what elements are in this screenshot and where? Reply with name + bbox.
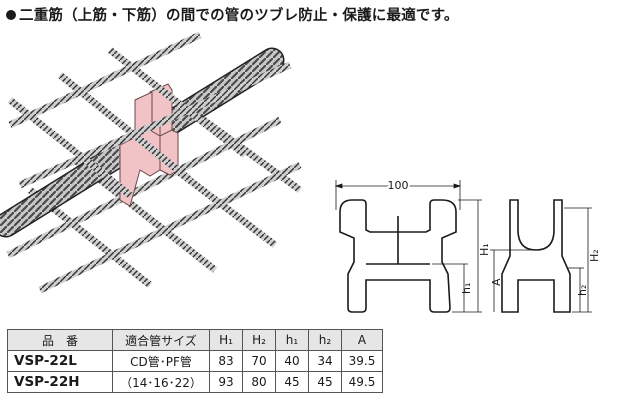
dimension-drawing: 100 H₁ h₁ H₂ h₂ A [334, 177, 601, 313]
h2-label: h₂ [576, 285, 589, 296]
width-dimension [334, 180, 462, 210]
headline-text: 二重筋（上筋・下筋）の間での管のツブレ防止・保護に最適です。 [19, 8, 459, 24]
headline: 二重筋（上筋・下筋）の間での管のツブレ防止・保護に最適です。 [6, 4, 459, 25]
table-header-row: 品 番 適合管サイズ H₁ H₂ h₁ h₂ A [7, 329, 383, 351]
H1-label: H₁ [478, 243, 491, 256]
pipe-cell: CD管･PF管 [112, 350, 210, 372]
side-vertical-dims [490, 207, 592, 313]
bullet-icon [6, 10, 16, 20]
A-cell: 49.5 [341, 371, 383, 393]
spec-table: 品 番 適合管サイズ H₁ H₂ h₁ h₂ A VSP-22L CD管･PF管… [7, 329, 383, 393]
H2-cell: 80 [242, 371, 276, 393]
H1-cell: 93 [209, 371, 243, 393]
header-pipe-size: 適合管サイズ [112, 329, 210, 351]
h1-cell: 45 [275, 371, 309, 393]
table-row: VSP-22L CD管･PF管 83 70 40 34 39.5 [7, 350, 383, 372]
h2-cell: 45 [308, 371, 342, 393]
header-h1: h₁ [275, 329, 309, 351]
table-row: VSP-22H （14･16･22） 93 80 45 45 49.5 [7, 371, 383, 393]
upper-cross-rebars [8, 31, 292, 189]
header-model: 品 番 [7, 329, 113, 351]
header-H2: H₂ [242, 329, 276, 351]
h2-cell: 34 [308, 350, 342, 372]
A-cell: 39.5 [341, 350, 383, 372]
installation-illustration [0, 31, 303, 294]
width-label: 100 [388, 179, 409, 192]
h1-label: h₁ [460, 283, 473, 294]
header-h2: h₂ [308, 329, 342, 351]
front-vertical-dims [432, 199, 482, 313]
H1-cell: 83 [209, 350, 243, 372]
h1-cell: 40 [275, 350, 309, 372]
pipe-cell: （14･16･22） [112, 371, 210, 393]
H2-label: H₂ [588, 249, 601, 262]
A-label: A [490, 278, 503, 286]
side-view [501, 199, 571, 313]
model-cell: VSP-22H [7, 371, 113, 393]
header-A: A [341, 329, 383, 351]
header-H1: H₁ [209, 329, 243, 351]
model-cell: VSP-22L [7, 350, 113, 372]
H2-cell: 70 [242, 350, 276, 372]
front-view [339, 199, 457, 313]
lower-cross-rebars [6, 116, 302, 294]
